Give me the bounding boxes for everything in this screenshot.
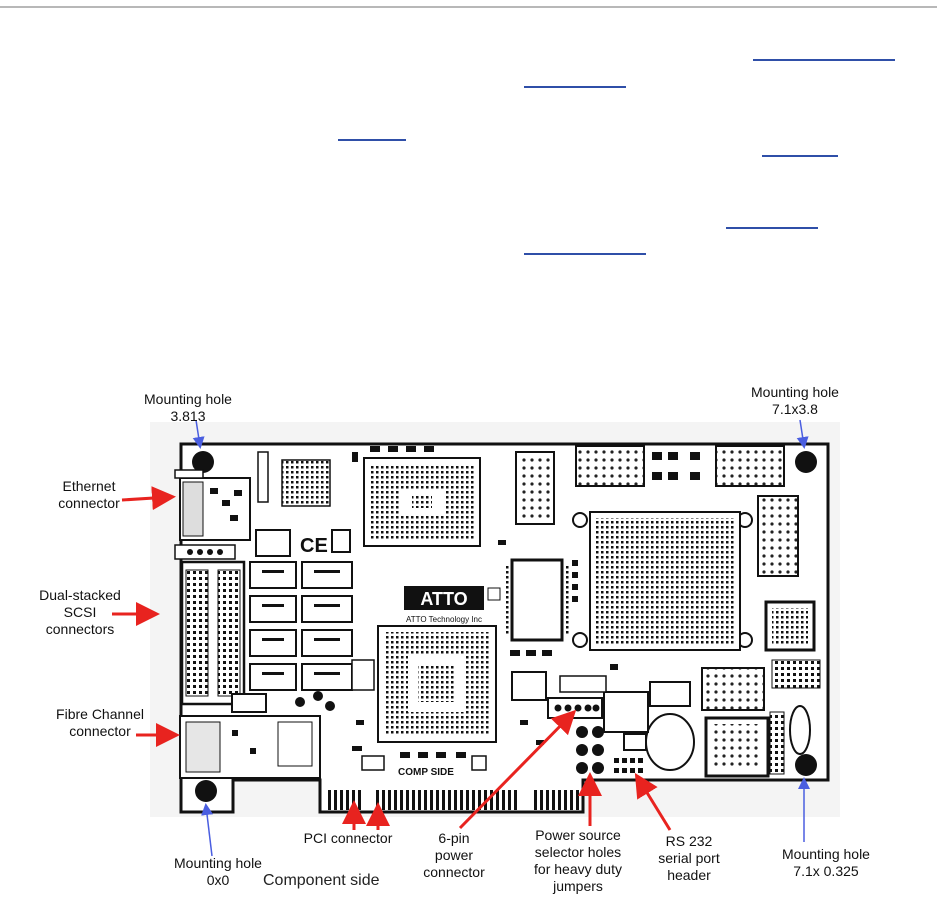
label-rs232-header: RS 232 serial port header (658, 833, 720, 883)
fibre-channel-connector-shape (179, 715, 321, 779)
label-mounting-hole-top-left: Mounting hole 3.813 (144, 391, 232, 424)
link-underline[interactable] (762, 155, 838, 157)
label-pci-connector: PCI connector (303, 830, 393, 846)
rs232-header-shape (614, 758, 643, 773)
link-underline[interactable] (524, 253, 646, 255)
power-selector-holes-shape (576, 726, 604, 774)
mounting-hole-top-left (192, 451, 214, 473)
svg-text:CE: CE (300, 535, 328, 557)
arrow-mh-top-left (192, 419, 205, 449)
ethernet-connector-shape (179, 477, 251, 541)
arrow-mh-bottom-left (201, 803, 214, 857)
label-mounting-hole-bottom-left: Mounting hole 0x0 (174, 855, 262, 888)
bga-chip-lower (377, 625, 497, 743)
six-pin-power-connector-shape (547, 697, 603, 719)
label-fibre-channel-connector: Fibre Channel connector (56, 706, 144, 739)
arrow-rs232 (634, 772, 672, 831)
label-mounting-hole-top-right: Mounting hole 7.1x3.8 (751, 384, 839, 417)
arrow-mh-top-right (796, 419, 809, 449)
board-subtext: ATTO Technology Inc (406, 615, 482, 624)
arrow-6pin-power (458, 709, 577, 830)
board-logo: ATTO (420, 589, 467, 609)
link-underline[interactable] (524, 86, 626, 88)
figure-caption: Component side (263, 872, 380, 889)
link-underline[interactable] (726, 227, 818, 229)
bga-chip-upper (363, 457, 481, 547)
mounting-hole-top-right (795, 451, 817, 473)
bga-chip-main (589, 511, 741, 651)
qfp-chip-center (504, 558, 570, 642)
label-6pin-power-connector: 6-pin power connector (423, 830, 485, 880)
link-underline[interactable] (753, 59, 895, 61)
link-underline[interactable] (338, 139, 406, 141)
arrow-ethernet (121, 486, 176, 511)
mounting-hole-bottom-right (795, 754, 817, 776)
pci-edge-fingers (328, 790, 579, 810)
label-ethernet-connector: Ethernet connector (58, 478, 120, 511)
mounting-hole-bottom-left (195, 780, 217, 802)
label-scsi-connectors: Dual-stacked SCSI connectors (39, 587, 121, 637)
top-rule (0, 6, 937, 8)
scsi-connector-shape (180, 560, 246, 706)
comp-side-mark: COMP SIDE (398, 767, 454, 778)
label-mounting-hole-bottom-right: Mounting hole 7.1x 0.325 (782, 846, 870, 879)
label-power-source-selector: Power source selector holes for heavy du… (534, 827, 622, 894)
